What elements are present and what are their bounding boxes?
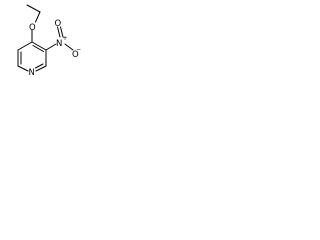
- structure-canvas: O N N + O O −: [0, 0, 82, 98]
- molecule-diagram: O N N + O O −: [17, 4, 81, 78]
- bond-c4-c3-inner: [32, 45, 44, 52]
- ring-nitrogen-label: N: [29, 68, 35, 78]
- nitro-minus-charge: −: [76, 46, 81, 53]
- nitro-nitrogen-label: N: [56, 39, 62, 49]
- bond-n1-c6: [17, 65, 29, 72]
- bond-c5-c4: [17, 41, 33, 51]
- nitro-oxygen-bottom-label: O: [72, 50, 79, 60]
- bond-c2-n1: [35, 65, 47, 72]
- bond-nitro-n-o-bottom: [64, 43, 74, 51]
- bond-c4-c3: [31, 41, 47, 51]
- bond-nitro-n-o-top-b: [60, 26, 64, 38]
- ether-oxygen-label: O: [29, 23, 36, 33]
- bond-ch2-o: [35, 11, 41, 23]
- bond-c2-n1-inner: [35, 63, 44, 69]
- nitro-plus-charge: +: [63, 35, 68, 42]
- nitro-oxygen-top-label: O: [55, 19, 62, 29]
- bond-c3-nitro-n: [45, 43, 57, 51]
- bond-ch3-ch2: [26, 4, 41, 13]
- bond-nitro-n-o-top-a: [57, 26, 61, 38]
